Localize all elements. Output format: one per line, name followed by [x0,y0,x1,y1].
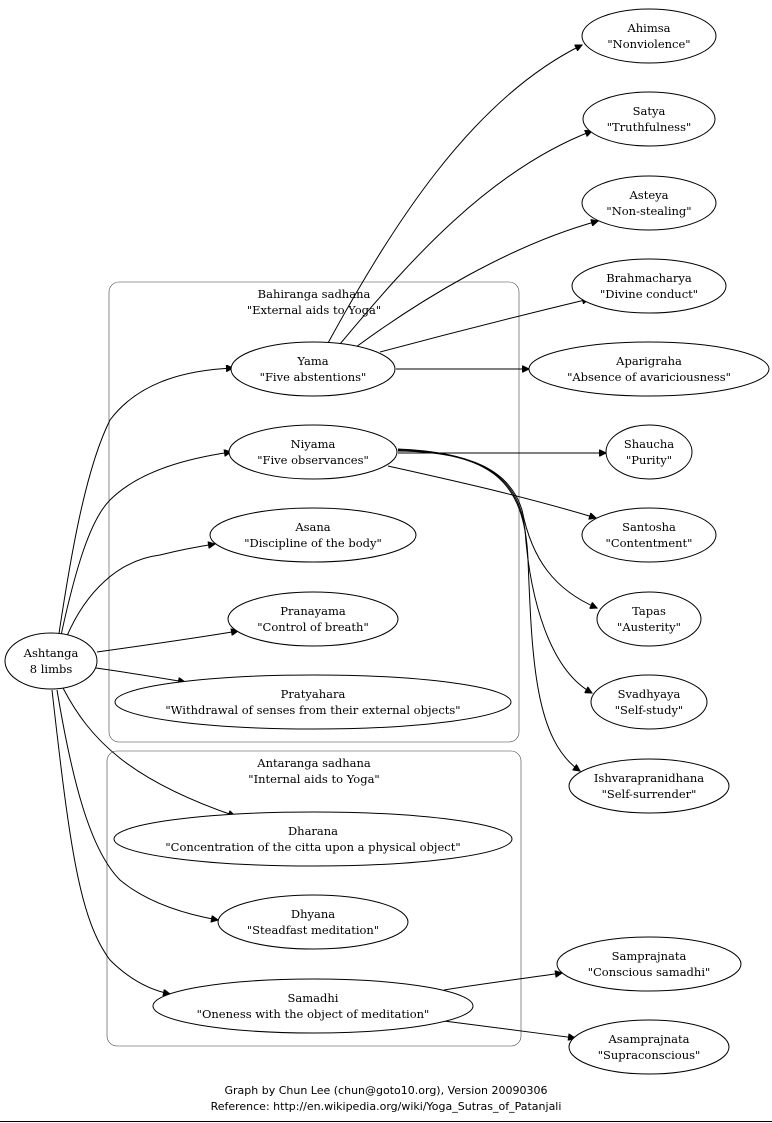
cluster-bahiranga-title: Bahiranga sadhana [258,287,371,301]
node-dhyana-title: Dhyana [291,907,335,921]
node-aparigraha: Aparigraha "Absence of avariciousness" [528,341,770,397]
node-pranayama: Pranayama "Control of breath" [227,591,399,647]
footer: Graph by Chun Lee (chun@goto10.org), Ver… [211,1084,562,1113]
edge-ashtanga-pratyahara [95,667,185,682]
node-asamprajnata-title: Asamprajnata [608,1032,690,1046]
node-dharana-title: Dharana [288,824,338,838]
edge-ashtanga-pranayama [96,631,238,653]
cluster-antaranga-title: Antaranga sadhana [256,756,371,770]
edge-ashtanga-samadhi [51,689,170,994]
edges [51,45,606,1038]
node-satya-title: Satya [633,104,666,118]
footer-reference: Reference: http://en.wikipedia.org/wiki/… [211,1100,562,1113]
node-samprajnata-subtitle: "Conscious samadhi" [588,965,711,979]
node-samadhi-title: Samadhi [288,991,339,1005]
node-samprajnata: Samprajnata "Conscious samadhi" [556,936,742,992]
node-asana-subtitle: "Discipline of the body" [244,536,382,550]
edge-yama-brahmacharya [379,299,589,353]
node-pranayama-title: Pranayama [280,604,346,618]
cluster-antaranga: Antaranga sadhana "Internal aids to Yoga… [106,750,522,1047]
node-shaucha-subtitle: "Purity" [626,453,672,467]
nodes: Ashtanga 8 limbs Yama "Five abstentions"… [4,8,770,1075]
node-aparigraha-subtitle: "Absence of avariciousness" [567,370,731,384]
node-asana-title: Asana [294,520,330,534]
edge-niyama-santosha [387,465,596,518]
node-niyama-subtitle: "Five observances" [257,453,369,467]
node-asamprajnata: Asamprajnata "Supraconscious" [568,1019,730,1075]
cluster-bahiranga: Bahiranga sadhana "External aids to Yoga… [108,281,520,743]
edge-yama-satya [339,131,592,345]
node-svadhyaya-subtitle: "Self-study" [615,703,683,717]
edge-niyama-svadhyaya [397,449,592,693]
node-yama-subtitle: "Five abstentions" [260,370,367,384]
node-ahimsa-subtitle: "Nonviolence" [607,37,690,51]
node-pratyahara: Pratyahara "Withdrawal of senses from th… [114,674,512,730]
node-aparigraha-title: Aparigraha [615,354,682,368]
node-ashtanga: Ashtanga 8 limbs [4,632,98,690]
node-ashtanga-subtitle: 8 limbs [30,662,73,676]
node-tapas-subtitle: "Austerity" [617,620,681,634]
cluster-antaranga-subtitle: "Internal aids to Yoga" [248,772,379,786]
node-santosha-subtitle: "Contentment" [606,536,693,550]
node-ashtanga-title: Ashtanga [23,646,79,660]
node-brahmacharya-subtitle: "Divine conduct" [600,287,698,301]
edge-yama-asteya [355,221,598,348]
node-brahmacharya: Brahmacharya "Divine conduct" [571,258,727,314]
node-niyama-title: Niyama [291,437,336,451]
node-santosha: Santosha "Contentment" [581,507,717,563]
edge-ashtanga-asana [63,544,215,644]
edge-ashtanga-dhyana [56,689,218,920]
node-shaucha: Shaucha "Purity" [605,424,693,480]
node-samprajnata-title: Samprajnata [612,949,687,963]
node-yama: Yama "Five abstentions" [230,341,396,397]
node-ishvarapranidhana-title: Ishvarapranidhana [594,771,704,785]
node-dhyana-subtitle: "Steadfast meditation" [247,923,379,937]
edge-niyama-tapas [397,448,597,608]
node-satya: Satya "Truthfulness" [582,91,716,147]
node-pratyahara-title: Pratyahara [281,687,346,701]
node-dharana-subtitle: "Concentration of the citta upon a physi… [165,840,460,854]
node-satya-subtitle: "Truthfulness" [607,120,692,134]
cluster-bahiranga-subtitle: "External aids to Yoga" [247,303,381,317]
node-asteya-subtitle: "Non-stealing" [606,204,691,218]
node-asteya: Asteya "Non-stealing" [581,175,717,231]
node-dhyana: Dhyana "Steadfast meditation" [217,894,409,950]
node-asteya-title: Asteya [629,188,669,202]
footer-credit: Graph by Chun Lee (chun@goto10.org), Ver… [224,1084,547,1097]
node-ishvarapranidhana-subtitle: "Self-surrender" [602,787,697,801]
node-pranayama-subtitle: "Control of breath" [257,620,368,634]
edge-ashtanga-dharana [62,687,235,816]
node-asana: Asana "Discipline of the body" [209,507,417,563]
node-samadhi-subtitle: "Oneness with the object of meditation" [197,1007,430,1021]
node-tapas: Tapas "Austerity" [596,591,702,647]
node-tapas-title: Tapas [632,604,666,618]
node-ishvarapranidhana: Ishvarapranidhana "Self-surrender" [568,758,730,814]
edge-niyama-ishvarapranidhana [397,450,580,771]
node-dharana: Dharana "Concentration of the citta upon… [113,811,513,867]
edge-ashtanga-niyama [59,452,231,641]
node-niyama: Niyama "Five observances" [228,424,398,480]
node-svadhyaya-title: Svadhyaya [618,687,681,701]
node-shaucha-title: Shaucha [624,437,674,451]
node-svadhyaya: Svadhyaya "Self-study" [590,674,708,730]
node-brahmacharya-title: Brahmacharya [606,271,692,285]
node-yama-title: Yama [296,354,328,368]
edge-samadhi-asamprajnata [443,1020,575,1038]
edge-ashtanga-yama [57,368,233,641]
node-ahimsa: Ahimsa "Nonviolence" [581,8,717,64]
node-santosha-title: Santosha [622,520,676,534]
edge-samadhi-samprajnata [443,973,562,991]
node-ahimsa-title: Ahimsa [626,21,670,35]
node-asamprajnata-subtitle: "Supraconscious" [598,1048,701,1062]
edge-yama-ahimsa [327,45,582,344]
node-pratyahara-subtitle: "Withdrawal of senses from their externa… [165,703,460,717]
node-samadhi: Samadhi "Oneness with the object of medi… [152,978,474,1034]
